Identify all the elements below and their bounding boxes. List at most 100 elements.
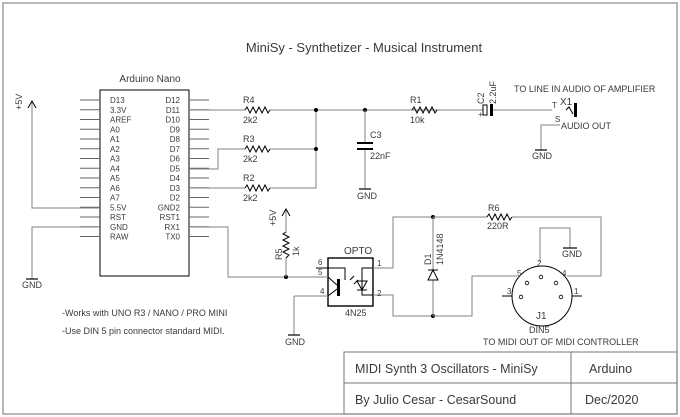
title-block-project: MIDI Synth 3 Oscillators - MiniSy — [355, 362, 538, 376]
title-block — [343, 351, 678, 415]
opto-pin-6: 6 — [318, 258, 323, 267]
vcc-label-r5: +5V — [268, 210, 278, 226]
title-block-platform: Arduino — [589, 362, 632, 376]
j1-ref: J1 — [536, 311, 547, 322]
r2-resistor — [244, 183, 271, 193]
arduino-pin-label-left: GND — [110, 223, 128, 232]
r1-value: 10k — [410, 115, 425, 125]
gnd-wire-left — [31, 226, 100, 279]
r6-ref: R6 — [488, 203, 500, 213]
c3-ref: C3 — [370, 130, 382, 140]
r5-value: 1k — [291, 246, 301, 256]
r3-value: 2k2 — [243, 154, 258, 164]
arduino-pin-label-left: D13 — [110, 96, 125, 105]
arduino-pin-label-left: AREF — [110, 116, 131, 125]
arduino-nano-body — [99, 89, 190, 277]
c2-ref: C2 — [476, 92, 486, 104]
x1-ref: X1 — [560, 97, 573, 108]
midi-annotation: TO MIDI OUT OF MIDI CONTROLLER — [483, 337, 639, 347]
j1-pin-2: 2 — [537, 259, 542, 268]
d1-value: 1N4148 — [435, 233, 445, 265]
opto-body — [327, 257, 374, 307]
r4-ref: R4 — [243, 95, 255, 105]
arduino-pin-label-right: D10 — [165, 116, 180, 125]
arduino-pin-label-right: D9 — [170, 125, 181, 134]
arduino-pin-label-right: D7 — [170, 145, 181, 154]
x1-jack-body — [574, 103, 577, 117]
c2-plate-positive — [482, 104, 488, 116]
arduino-pin-label-left: 5.5V — [110, 203, 127, 212]
j1-pin-5: 5 — [517, 269, 522, 278]
arduino-pin-label-right: D11 — [166, 106, 181, 115]
r2-ref: R2 — [243, 173, 255, 183]
opto-transistor — [337, 279, 340, 296]
arduino-pin-label-left: A2 — [110, 145, 120, 154]
r5-resistor — [281, 231, 291, 259]
arduino-pin-label-right: RST1 — [160, 213, 181, 222]
arduino-pin-label-right: D2 — [170, 194, 181, 203]
c3-value: 22nF — [370, 151, 391, 161]
arduino-pin-label-right: GND2 — [158, 203, 181, 212]
r3-resistor — [244, 144, 271, 154]
j1-pin-1: 1 — [574, 287, 579, 296]
arduino-pin-label-right: D6 — [170, 155, 181, 164]
arduino-pin-label-right: RX1 — [164, 223, 180, 232]
d1-ref: D1 — [423, 253, 433, 265]
opto-pin-2: 2 — [377, 289, 382, 298]
vcc-label-left: +5V — [14, 94, 24, 110]
x1-tip-contact — [565, 106, 574, 115]
r4-resistor — [244, 105, 271, 115]
x1-label: AUDIO OUT — [561, 121, 612, 131]
gnd-label-din: GND — [562, 249, 583, 259]
gnd-label-c3: GND — [357, 191, 378, 201]
arduino-pin-label-right: D12 — [165, 96, 180, 105]
vcc-arrow-r5 — [281, 207, 291, 217]
arduino-pin-label-left: A1 — [110, 135, 120, 144]
opto-pin-4: 4 — [320, 287, 325, 296]
opto-label: OPTO — [344, 246, 372, 257]
amp-annotation: TO LINE IN AUDIO OF AMPLIFIER — [514, 84, 656, 94]
j1-part: DIN5 — [529, 325, 550, 335]
gnd-label-opto: GND — [285, 337, 306, 347]
r6-value: 220R — [487, 221, 509, 231]
r2-value: 2k2 — [243, 193, 258, 203]
r3-ref: R3 — [243, 134, 255, 144]
note-din: -Use DIN 5 pin connector standard MIDI. — [62, 326, 225, 336]
arduino-pin-label-left: A3 — [110, 155, 120, 164]
x1-pin-t: T — [552, 101, 557, 110]
arduino-pin-label-left: RST — [110, 213, 126, 222]
r1-ref: R1 — [410, 95, 422, 105]
arduino-pin-label-left: A5 — [110, 174, 120, 183]
arduino-pin-label-left: A0 — [110, 125, 120, 134]
c2-polarity: + — [478, 110, 483, 119]
r5-ref: R5 — [274, 248, 284, 260]
arduino-pin-label-left: A6 — [110, 184, 120, 193]
r4-value: 2k2 — [243, 115, 258, 125]
opto-pin-1: 1 — [377, 259, 382, 268]
c2-plate-negative — [490, 104, 493, 116]
j1-pin-3: 3 — [507, 287, 512, 296]
arduino-pin-label-right: D3 — [170, 184, 181, 193]
note-compat: -Works with UNO R3 / NANO / PRO MINI — [62, 308, 227, 318]
r6-resistor — [486, 212, 513, 222]
arduino-pin-label-right: D4 — [170, 174, 181, 183]
arduino-pin-label-left: RAW — [110, 233, 129, 242]
c2-value: 2.2uF — [488, 80, 498, 104]
arduino-pin-label-left: 3.3V — [110, 106, 127, 115]
title-block-author: By Julio Cesar - CesarSound — [355, 393, 516, 407]
title-block-date: Dec/2020 — [585, 393, 639, 407]
arduino-pin-label-right: D5 — [170, 164, 181, 173]
arduino-label: Arduino Nano — [119, 74, 181, 85]
d1-diode — [427, 268, 439, 281]
arduino-pin-label-left: A7 — [110, 194, 120, 203]
opto-led — [356, 280, 368, 292]
opto-light-arrows — [349, 275, 359, 285]
arduino-pin-label-left: A4 — [110, 164, 120, 173]
opto-pin-5: 5 — [318, 268, 323, 277]
j1-pin-4: 4 — [562, 269, 567, 278]
x1-pin-s: S — [555, 115, 560, 124]
vcc-arrow-left — [27, 99, 100, 209]
gnd-label-left: GND — [22, 280, 43, 290]
